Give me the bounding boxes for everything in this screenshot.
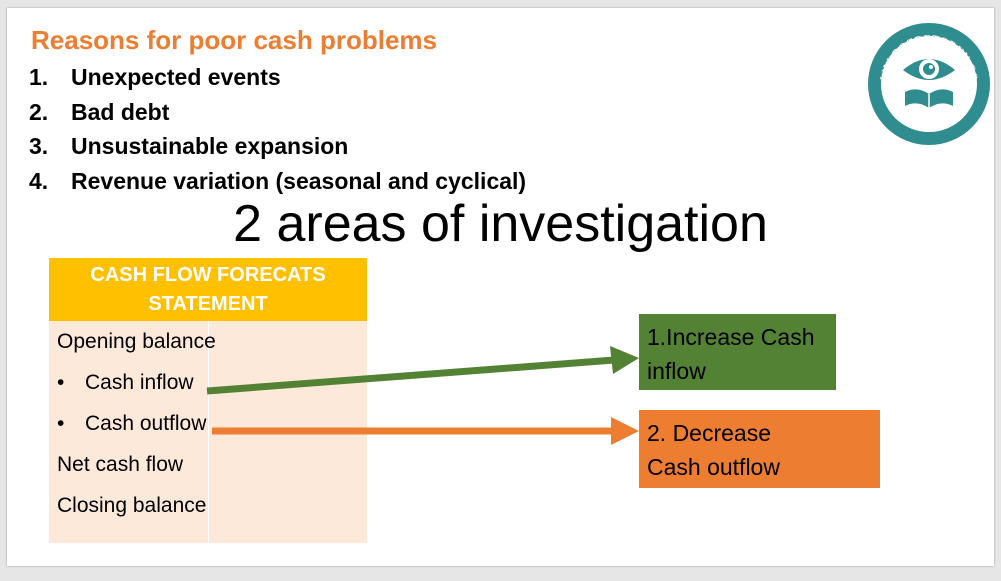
bullet-icon: • (57, 411, 65, 435)
logo-inner-circle-icon (881, 36, 977, 132)
eye-icon (903, 59, 955, 80)
investigation-heading: 2 areas of investigation (233, 195, 768, 253)
book-icon (905, 89, 953, 108)
reason-item: 3.Unsustainable expansion (29, 133, 349, 159)
decrease-cash-outflow-box: 2. Decrease Cash outflow (639, 410, 880, 488)
slide: Reasons for poor cash problems 1.Unexpec… (7, 8, 994, 566)
table-row-cash-outflow: •Cash outflow (49, 403, 367, 444)
orange-arrow-icon (212, 417, 639, 445)
reason-item: 1.Unexpected events (29, 64, 281, 90)
reasons-list: 1.Unexpected events 2.Bad debt 3.Unsusta… (29, 60, 526, 198)
increase-cash-inflow-box: 1.Increase Cash inflow (639, 314, 836, 390)
academy-logo: WWW.GOZDETORUN.COM ACADEMY (865, 20, 990, 145)
green-arrow-icon (206, 346, 639, 395)
reasons-title: Reasons for poor cash problems (31, 25, 437, 55)
table-header: CASH FLOW FORECATS STATEMENT (49, 258, 367, 321)
arrows-layer (206, 346, 639, 445)
reason-item: 4.Revenue variation (seasonal and cyclic… (29, 167, 527, 194)
table-row-net-cash-flow: Net cash flow (49, 444, 367, 485)
table-row-closing-balance: Closing balance (49, 485, 367, 543)
bullet-icon: • (57, 370, 65, 394)
table-row-opening-balance: Opening balance (49, 321, 367, 362)
reason-item: 2.Bad debt (29, 98, 170, 125)
